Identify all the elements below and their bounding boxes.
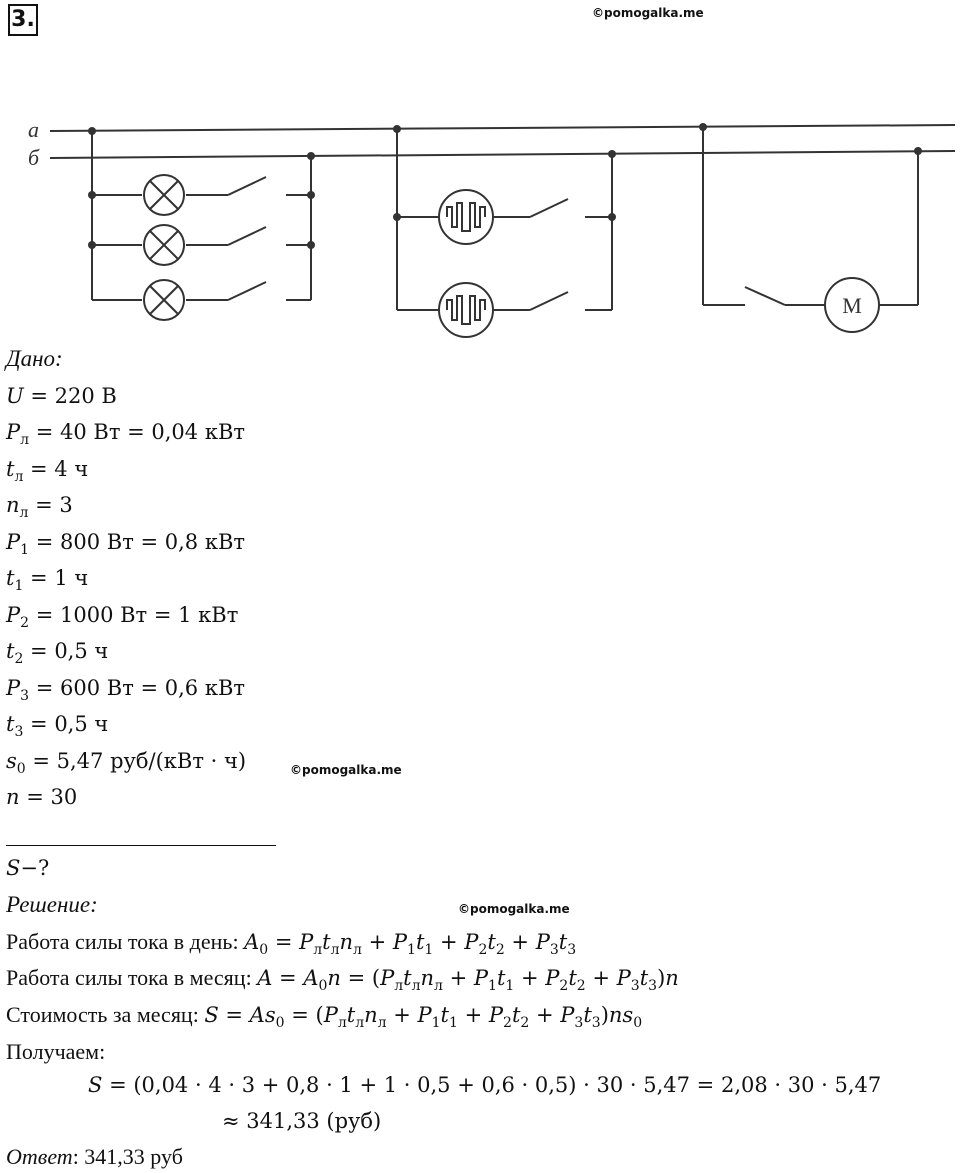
motor-icon: М <box>824 277 880 333</box>
given-item: t1 = 1 ч <box>6 566 89 594</box>
find-line: S−? <box>6 856 50 880</box>
given-item: Pл = 40 Вт = 0,04 кВт <box>6 420 245 448</box>
given-item: n = 30 <box>6 785 78 809</box>
divider <box>6 845 276 846</box>
heater-icon <box>438 282 494 338</box>
result-intro: Получаем: <box>6 1039 106 1064</box>
solution-step: Работа силы тока в месяц: A = A0n = (Pлt… <box>6 965 679 994</box>
lamp-icon <box>143 224 185 266</box>
lamp-icon <box>143 174 185 216</box>
wire-b <box>49 150 956 159</box>
wire-label-a: а <box>28 117 39 142</box>
given-item: t2 = 0,5 ч <box>6 639 109 667</box>
wire-a <box>49 124 956 132</box>
watermark: ©pomogalka.me <box>458 902 570 916</box>
motor-label: М <box>842 293 862 318</box>
given-item: tл = 4 ч <box>6 457 89 485</box>
heater-icon <box>438 189 494 245</box>
answer-line: Ответ: 341,33 руб <box>6 1144 183 1169</box>
given-item: P3 = 600 Вт = 0,6 кВт <box>6 676 246 704</box>
solution-header: Решение: <box>6 892 98 917</box>
calc-line-1: S = (0,04 · 4 · 3 + 0,8 · 1 + 1 · 0,5 + … <box>88 1073 882 1097</box>
watermark: ©pomogalka.me <box>290 763 402 777</box>
given-item: t3 = 0,5 ч <box>6 712 109 740</box>
given-item: U = 220 В <box>6 384 117 408</box>
given-header: Дано: <box>6 346 63 371</box>
calc-line-2: ≈ 341,33 (руб) <box>222 1109 382 1133</box>
problem-number: 3. <box>8 4 38 36</box>
watermark: ©pomogalka.me <box>592 6 704 20</box>
circuit-diagram: М а б <box>28 117 956 338</box>
wire-label-b: б <box>28 145 40 170</box>
solution-step: Работа силы тока в день: A0 = Pлtлnл + P… <box>6 929 577 958</box>
solution-step: Стоимость за месяц: S = As0 = (Pлtлnл + … <box>6 1002 643 1031</box>
lamp-icon <box>143 279 185 321</box>
given-item: P1 = 800 Вт = 0,8 кВт <box>6 530 246 558</box>
given-item: P2 = 1000 Вт = 1 кВт <box>6 603 239 631</box>
given-item: nл = 3 <box>6 493 73 521</box>
given-item: s0 = 5,47 руб/(кВт · ч) <box>6 749 247 777</box>
